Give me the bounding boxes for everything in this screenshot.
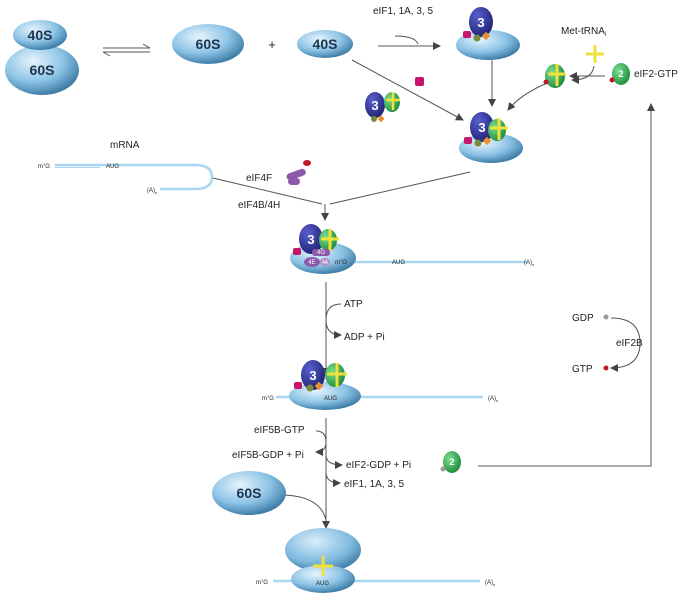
complex-48s: 3 4G 4E 4A m7G AUG (A)n (290, 224, 534, 274)
polya-label-aug: (A)n (488, 396, 498, 403)
adp-pi-label: ADP + Pi (344, 332, 385, 343)
aug-label-48s: AUG (392, 260, 405, 266)
svg-text:60S: 60S (237, 485, 262, 501)
eif2-recycling-path: GDP GTP eIF2B (478, 103, 655, 467)
cap-label-80s: m7G (256, 578, 268, 586)
polya-label: (A)n (147, 188, 157, 195)
eif5b-gtp-label: eIF5B-GTP (254, 425, 305, 436)
eif1a-factor (463, 31, 471, 38)
aug-label: AUG (106, 164, 119, 170)
svg-text:3: 3 (478, 120, 485, 135)
eif5-factor (481, 31, 491, 41)
eif3-factor (469, 7, 493, 37)
aug-label-80s: AUG (316, 581, 329, 587)
svg-text:2: 2 (449, 457, 454, 467)
svg-text:4A: 4A (322, 260, 329, 266)
mrna-label: mRNA (110, 140, 140, 151)
polya-label-48s: (A)n (524, 260, 534, 267)
complex-43s: 3 (459, 112, 523, 163)
met-trna: Met-tRNAi (561, 26, 606, 84)
eif2-gdp-label: eIF2-GDP + Pi (346, 460, 411, 471)
complex-80s: m7G AUG (A)n (256, 528, 495, 593)
cap-label: m7G (38, 162, 50, 170)
eif5b-gdp-label: eIF5B-GDP + Pi (232, 450, 304, 461)
trna-cross (586, 45, 604, 63)
small-subunit-label: 40S (28, 27, 53, 43)
gdp-label: GDP (572, 313, 594, 324)
arrow-direct-to-43s (351, 59, 464, 121)
cap-label-aug: m7G (262, 394, 274, 402)
free-eif1a (415, 77, 424, 86)
free-60s-bottom: 60S (212, 471, 286, 515)
plus-sign: + (268, 37, 276, 52)
ternary-complex (543, 64, 566, 88)
eif4b4h-label: eIF4B/4H (238, 200, 280, 211)
svg-text:60S: 60S (196, 36, 221, 52)
svg-text:2: 2 (618, 69, 623, 79)
equilibrium-arrows (102, 43, 151, 57)
free-40s-top: 40S (297, 30, 353, 58)
eif1-1a-3-5-top-label: eIF1, 1A, 3, 5 (373, 6, 433, 17)
cap-label-48s: m7G (335, 258, 347, 266)
small-subunit (13, 20, 67, 50)
released-eif2: 2 (440, 451, 461, 473)
free-mrna: mRNA m7G AUG (A)n (38, 140, 214, 195)
eif4f-label: eIF4F (246, 173, 272, 184)
complex-48s-aug: 3 m7G AUG (A)n (262, 360, 498, 410)
met-trna-label: Met-tRNAi (561, 26, 606, 38)
scanning-step: ATP ADP + Pi (322, 282, 385, 376)
aug-label-aug: AUG (324, 396, 337, 402)
subunit-joining-step: eIF5B-GTP eIF5B-GDP + Pi eIF2-GDP + Pi e… (232, 418, 411, 529)
eif2-gtp-label: eIF2-GTP (634, 69, 678, 80)
svg-text:4E: 4E (308, 260, 315, 266)
arrow-mrna-join (212, 177, 323, 205)
complex-40s-eif3: 3 (456, 7, 520, 60)
eif1-factor (473, 34, 481, 42)
eif2b-label: eIF2B (616, 338, 643, 349)
eif2-gtp: 2 eIF2-GTP (569, 63, 678, 85)
svg-text:3: 3 (371, 98, 378, 113)
svg-text:3: 3 (477, 15, 484, 30)
large-subunit-label: 60S (30, 62, 55, 78)
eif1-1a-3-5-bottom-label: eIF1, 1A, 3, 5 (344, 479, 404, 490)
gtp-label: GTP (572, 364, 593, 375)
free-60s-top: 60S (172, 24, 244, 64)
arrow-40s-to-43s: eIF1, 1A, 3, 5 (373, 6, 441, 50)
eif4f-complex (286, 160, 311, 185)
free-multifactor: 3 (365, 92, 400, 123)
svg-text:3: 3 (307, 232, 314, 247)
arrow-ternary-join (507, 83, 546, 111)
polya-label-80s: (A)n (485, 580, 495, 587)
svg-text:4G: 4G (317, 250, 325, 256)
large-subunit (5, 45, 79, 95)
ribosome-80s: 40S 60S (5, 20, 79, 95)
svg-text:40S: 40S (313, 36, 338, 52)
arrow-43s-join (329, 171, 471, 205)
svg-text:3: 3 (309, 368, 316, 383)
atp-label: ATP (344, 299, 363, 310)
